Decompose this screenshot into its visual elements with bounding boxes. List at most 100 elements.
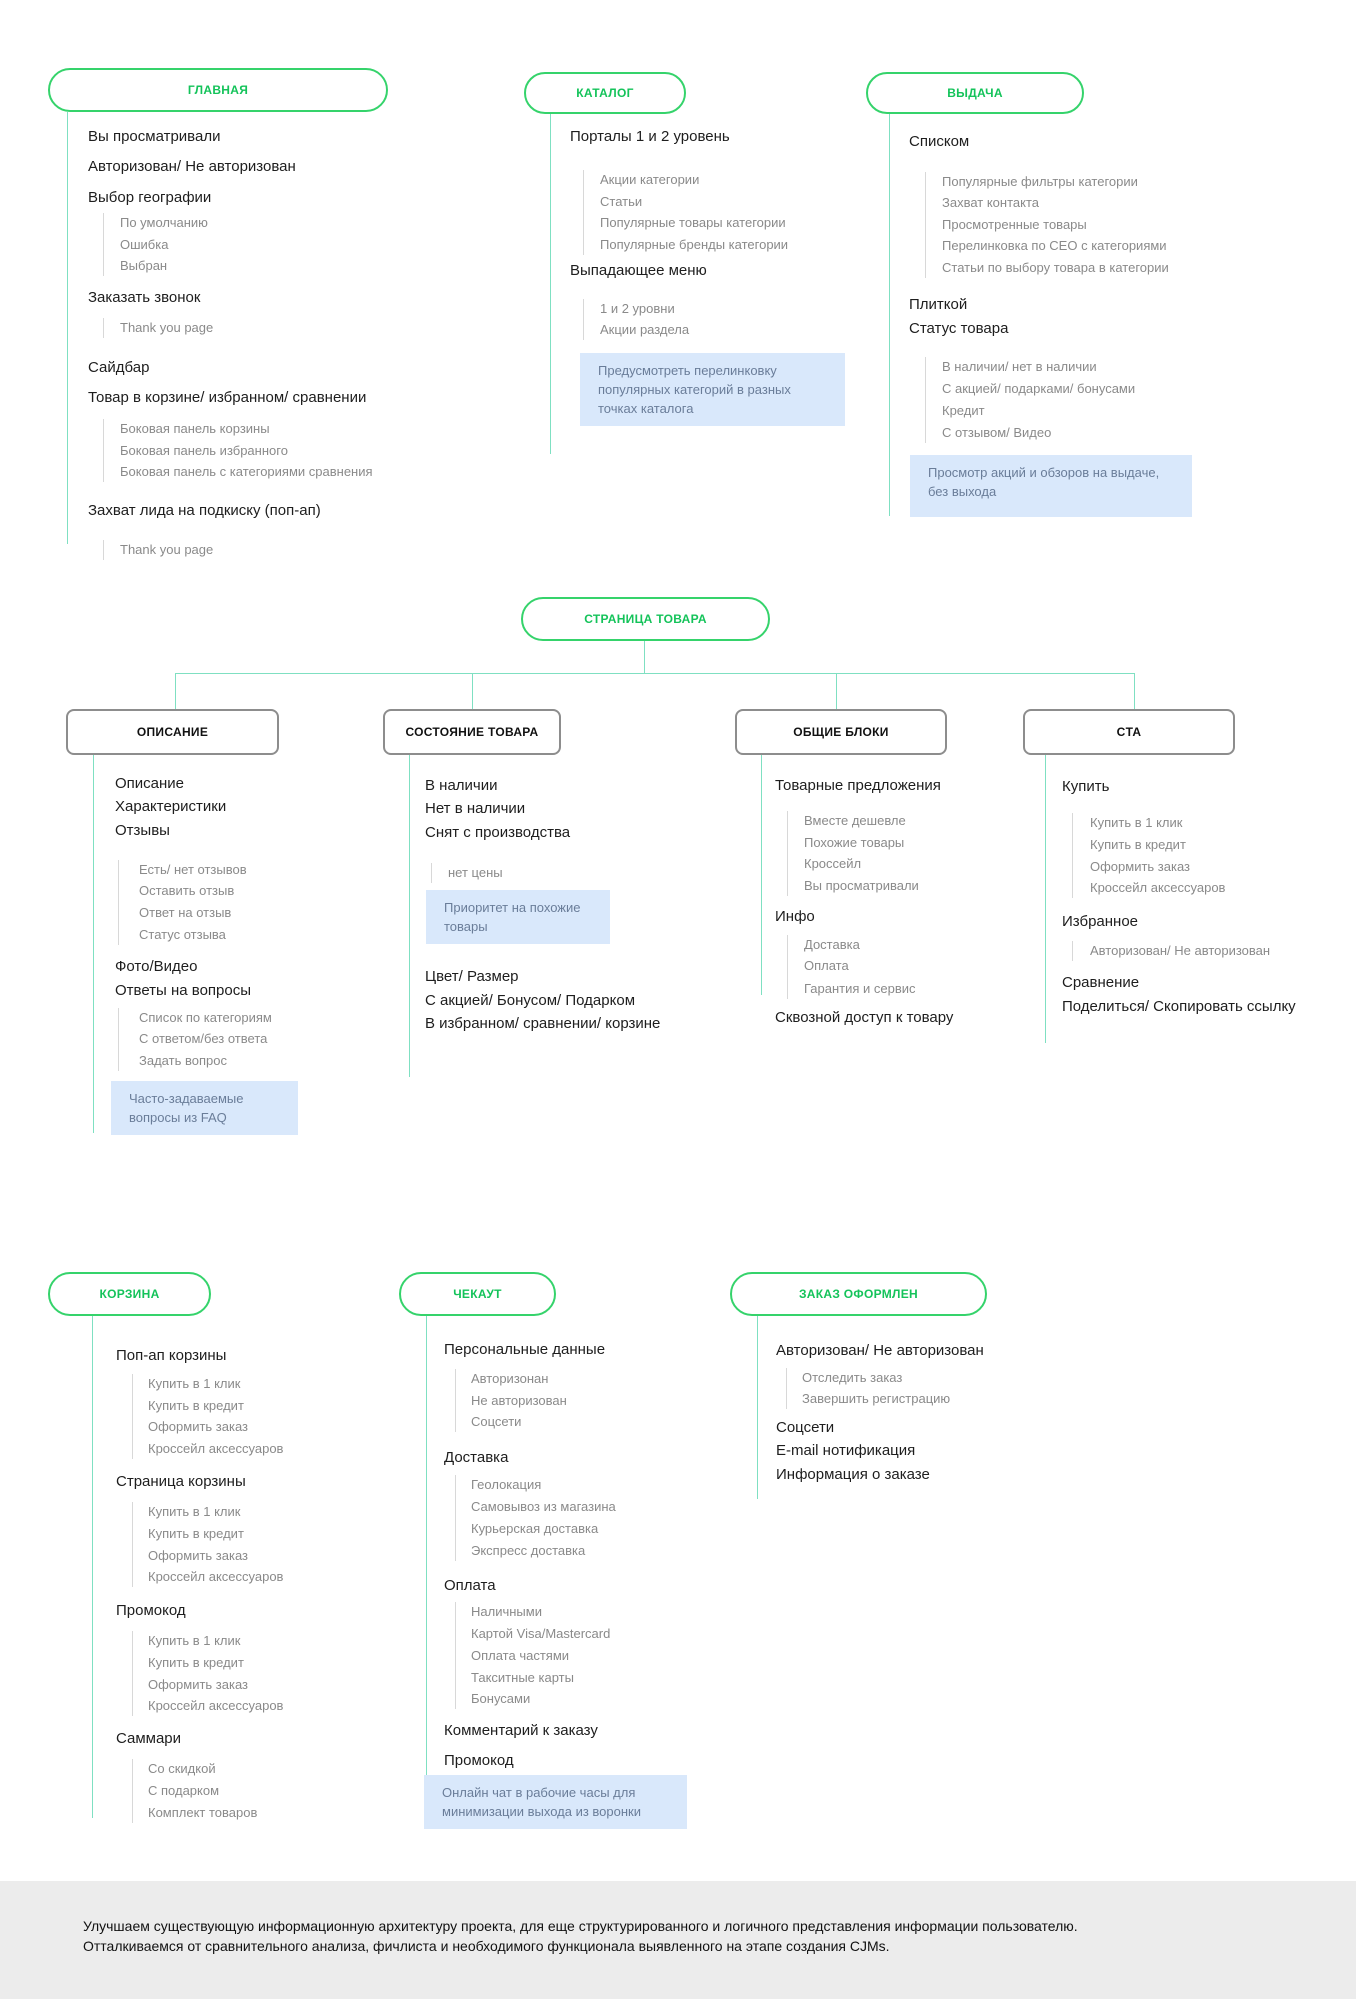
section-line [550,114,551,454]
sub-item: Вы просматривали [804,878,919,893]
sub-list-bar [431,863,432,883]
sub-item: С акцией/ подарками/ бонусами [942,381,1136,396]
sub-item: Курьерская доставка [471,1521,599,1536]
section-line [889,114,890,516]
section-line [67,112,68,544]
section-header-state[interactable]: СОСТОЯНИЕ ТОВАРА [383,709,561,755]
list-item: В наличии [425,777,498,794]
sub-list-bar [925,357,926,443]
sub-item: Купить в кредит [148,1655,244,1670]
connector-line [175,673,1135,674]
list-item: Порталы 1 и 2 уровень [570,128,730,145]
section-line [761,755,762,995]
section-header-checkout[interactable]: ЧЕКАУТ [399,1272,556,1316]
sub-item: нет цены [448,865,503,880]
sub-list-bar [455,1602,456,1709]
sub-item: Задать вопрос [139,1053,227,1068]
sub-list-bar [118,1008,119,1071]
connector-line [472,673,473,709]
sub-item: Оформить заказ [148,1419,249,1434]
sub-item: Соцсети [471,1414,522,1429]
list-item: Сравнение [1062,974,1140,991]
list-item: Авторизован/ Не авторизован [776,1342,984,1359]
sub-list-bar [787,811,788,896]
sub-item: Thank you page [120,320,214,335]
list-item: Товарные предложения [775,777,941,794]
sub-list-bar [455,1369,456,1432]
sub-item: Боковая панель избранного [120,443,288,458]
sub-item: Просмотренные товары [942,217,1087,232]
sub-list-bar [118,860,119,945]
connector-line [836,673,837,709]
sub-item: Гарантия и сервис [804,981,916,996]
sub-item: С отзывом/ Видео [942,425,1052,440]
list-item: В избранном/ сравнении/ корзине [425,1015,661,1032]
list-item: Товар в корзине/ избранном/ сравнении [88,389,367,406]
note-box: Предусмотреть перелинковку популярных ка… [580,353,845,426]
list-item: Ответы на вопросы [115,982,252,999]
footer-line-1: Улучшаем существующую информационную арх… [83,1918,1078,1934]
sub-list-bar [103,213,104,276]
section-header-product[interactable]: СТРАНИЦА ТОВАРА [521,597,770,641]
sub-item: Со скидкой [148,1761,216,1776]
section-header-cta[interactable]: CTA [1023,709,1235,755]
list-item: С акцией/ Бонусом/ Подарком [425,992,636,1009]
sub-item: Купить в кредит [148,1398,244,1413]
section-header-listing[interactable]: ВЫДАЧА [866,72,1084,114]
list-item: Саммари [116,1730,182,1747]
connector-line [1134,673,1135,709]
list-item: Поп-ап корзины [116,1347,227,1364]
section-header-blocks[interactable]: ОБЩИЕ БЛОКИ [735,709,947,755]
sub-list-bar [925,172,926,278]
section-header-desc[interactable]: ОПИСАНИЕ [66,709,279,755]
section-header-catalog[interactable]: КАТАЛОГ [524,72,686,114]
sub-item: Похожие товары [804,835,905,850]
list-item: Комментарий к заказу [444,1722,598,1739]
sub-item: Популярные бренды категории [600,237,789,252]
section-line [93,755,94,1133]
sub-item: Список по категориям [139,1010,272,1025]
sub-list-bar [132,1374,133,1459]
list-item: Снят с производства [425,824,571,841]
section-line [92,1316,93,1818]
sub-list-bar [786,1368,787,1409]
list-item: Оплата [444,1577,496,1594]
sub-list-bar [583,299,584,340]
list-item: Соцсети [776,1419,835,1436]
list-item: Информация о заказе [776,1466,930,1483]
connector-line [644,641,645,673]
section-line [426,1316,427,1824]
sub-list-bar [103,540,104,560]
sub-item: Кроссейл аксессуаров [148,1698,284,1713]
section-header-cart[interactable]: КОРЗИНА [48,1272,211,1316]
sub-item: Купить в 1 клик [148,1504,241,1519]
sub-item: Кроссейл [804,856,862,871]
sub-item: Картой Visa/Mastercard [471,1626,611,1641]
sub-list-bar [132,1502,133,1587]
sub-item: Кроссейл аксессуаров [148,1569,284,1584]
section-header-main[interactable]: ГЛАВНАЯ [48,68,388,112]
list-item: Списком [909,133,970,150]
sub-item: По умолчанию [120,215,208,230]
list-item: Купить [1062,778,1110,795]
list-item: Доставка [444,1449,509,1466]
sub-item: Купить в кредит [1090,837,1186,852]
sub-item: Оформить заказ [148,1548,249,1563]
note-box: Просмотр акций и обзоров на выдаче, без … [910,455,1192,517]
sub-item: Оплата частями [471,1648,570,1663]
section-header-done[interactable]: ЗАКАЗ ОФОРМЛЕН [730,1272,987,1316]
list-item: Выбор географии [88,189,212,206]
sub-list-bar [103,419,104,482]
sub-item: Кроссейл аксессуаров [1090,880,1226,895]
sub-item: Авторизонан [471,1371,549,1386]
sub-item: 1 и 2 уровни [600,301,675,316]
sub-item: Кредит [942,403,985,418]
list-item: Цвет/ Размер [425,968,519,985]
list-item: Нет в наличии [425,800,526,817]
list-item: Персональные данные [444,1341,606,1358]
section-line [409,755,410,1077]
sub-item: Статус отзыва [139,927,226,942]
sub-list-bar [132,1759,133,1823]
list-item: E-mail нотификация [776,1442,916,1459]
